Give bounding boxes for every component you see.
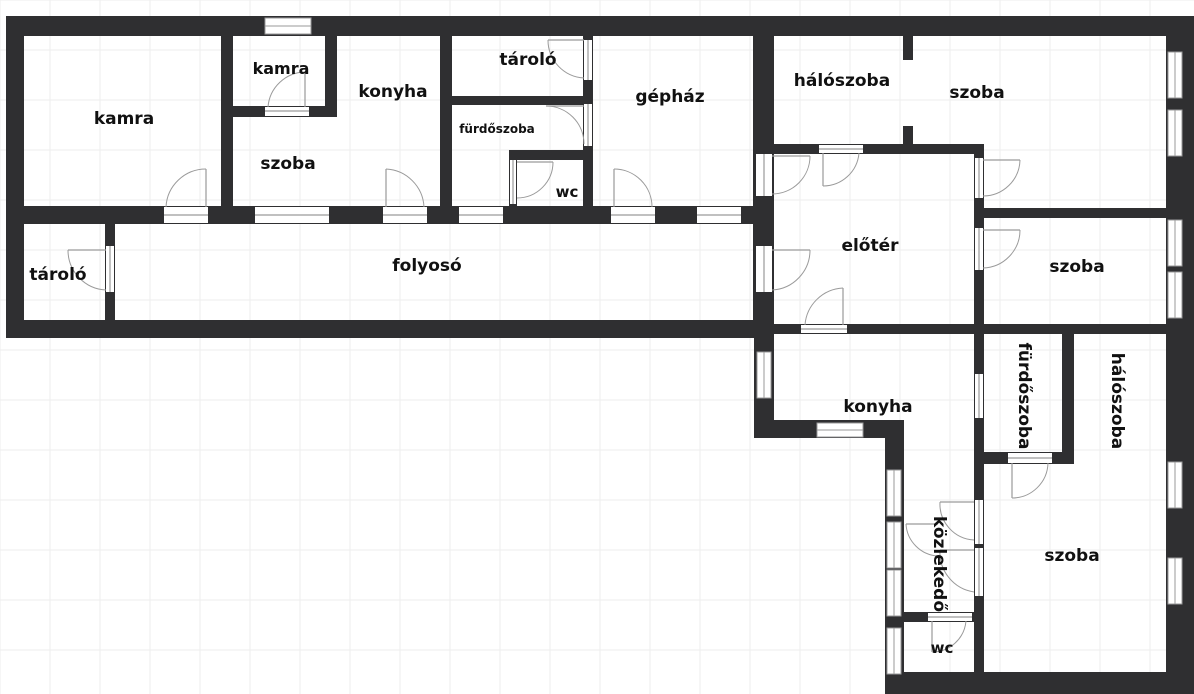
- room-label-haloszoba: hálószoba: [1107, 353, 1127, 449]
- door: [67, 246, 111, 292]
- room-label-tarolo: tároló: [29, 265, 86, 285]
- wall: [325, 36, 337, 117]
- door: [611, 168, 655, 216]
- wall: [6, 320, 774, 338]
- window: [886, 627, 902, 675]
- door: [265, 71, 309, 112]
- window: [1167, 219, 1183, 267]
- wall: [6, 16, 24, 338]
- door: [547, 39, 589, 80]
- window: [756, 351, 772, 399]
- wall: [903, 36, 913, 60]
- wall: [774, 324, 1166, 334]
- door: [939, 500, 980, 544]
- room-label-konyha: konyha: [843, 397, 912, 417]
- room-label-tarolo: tároló: [499, 50, 556, 70]
- door: [928, 616, 972, 653]
- wall: [1062, 334, 1074, 464]
- room-labels: kamra kamra konyha szoba tároló fürdőszo…: [29, 50, 1127, 657]
- room-label-kamra: kamra: [253, 59, 310, 78]
- window: [886, 569, 902, 617]
- wall: [509, 150, 583, 160]
- wall: [452, 96, 592, 105]
- door: [939, 548, 980, 596]
- windows: [264, 17, 1183, 675]
- window: [264, 17, 312, 35]
- room-label-wc: wc: [931, 639, 954, 657]
- window: [1167, 109, 1183, 157]
- window: [1167, 51, 1183, 99]
- room-label-szoba: szoba: [1044, 546, 1099, 566]
- room-label-szoba: szoba: [1049, 257, 1104, 277]
- door: [978, 228, 1021, 270]
- door: [383, 168, 427, 216]
- room-label-furdoszoba: fürdőszoba: [1014, 342, 1034, 449]
- room-label-kamra: kamra: [94, 109, 154, 129]
- room-label-eloter: előtér: [841, 236, 899, 256]
- window: [886, 469, 902, 517]
- window: [886, 521, 902, 569]
- wall: [885, 672, 1194, 694]
- wall: [903, 126, 913, 144]
- window: [1167, 461, 1183, 509]
- door: [164, 168, 208, 216]
- room-label-wc: wc: [556, 183, 579, 201]
- room-label-szoba: szoba: [260, 154, 315, 174]
- room-label-folyoso: folyosó: [392, 256, 461, 276]
- window: [816, 422, 864, 438]
- door: [1008, 457, 1052, 499]
- wall: [221, 36, 233, 206]
- door: [819, 148, 863, 187]
- door: [801, 287, 847, 330]
- doors: [67, 39, 1052, 653]
- room-label-furdoszoba: fürdőszoba: [459, 122, 535, 136]
- window: [1167, 271, 1183, 319]
- window: [1167, 557, 1183, 605]
- door: [512, 160, 554, 204]
- door: [905, 523, 939, 557]
- wall: [774, 144, 984, 154]
- wall: [6, 16, 1194, 36]
- room-label-haloszoba: hálószoba: [794, 71, 890, 91]
- door: [978, 158, 1021, 198]
- door: [763, 246, 811, 292]
- wall: [984, 208, 1166, 218]
- room-label-kozlekedo: közlekedő: [929, 516, 949, 612]
- room-label-konyha: konyha: [358, 82, 427, 102]
- room-label-gephaz: gépház: [635, 87, 704, 107]
- room-label-szoba: szoba: [949, 83, 1004, 103]
- wall: [440, 36, 452, 206]
- door: [545, 104, 589, 146]
- door: [763, 154, 811, 196]
